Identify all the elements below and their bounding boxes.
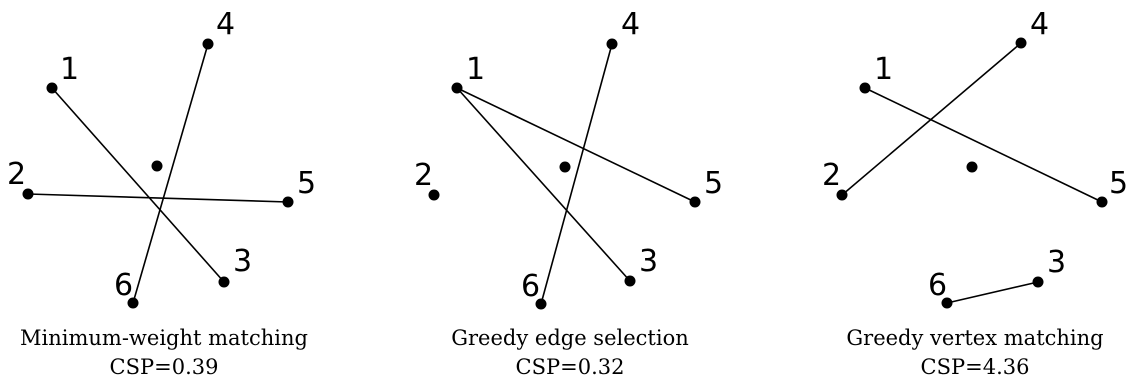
vertex-2 xyxy=(428,189,440,201)
edge-1-5 xyxy=(456,87,696,203)
panel-caption: Greedy edge selection xyxy=(451,326,689,350)
vertex-label-6: 6 xyxy=(521,269,540,304)
vertex-label-2: 2 xyxy=(7,157,26,192)
edge-4-6 xyxy=(540,43,613,305)
panel-csp-value: CSP=0.39 xyxy=(110,355,219,379)
edge-1-3 xyxy=(456,87,631,282)
vertex-6 xyxy=(941,297,953,309)
panel-minimum-weight-matching: 1 2 3 4 5 6 Minimum-weight matching CSP=0.39 xyxy=(7,7,316,379)
center-point xyxy=(151,160,163,172)
edge-4-6 xyxy=(132,43,209,304)
panel-greedy-edge-selection: 1 2 3 4 5 6 Greedy edge selection CSP=0.32 xyxy=(414,7,723,379)
panel-greedy-vertex-matching: 1 2 3 4 5 6 Greedy vertex matching CSP=4.36 xyxy=(822,7,1126,379)
vertex-label-3: 3 xyxy=(639,244,658,279)
vertex-4 xyxy=(1015,37,1027,49)
vertex-1 xyxy=(859,82,871,94)
vertex-3 xyxy=(1032,276,1044,288)
panel-csp-value: CSP=4.36 xyxy=(921,355,1030,379)
vertex-label-3: 3 xyxy=(1047,245,1066,280)
vertex-4 xyxy=(202,38,214,50)
vertex-6 xyxy=(127,297,139,309)
edge-2-4 xyxy=(841,42,1022,196)
vertex-3 xyxy=(624,275,636,287)
vertex-5 xyxy=(282,196,294,208)
vertex-label-1: 1 xyxy=(466,52,485,87)
vertex-2 xyxy=(22,188,34,200)
edge-6-3 xyxy=(946,281,1039,304)
vertex-label-4: 4 xyxy=(621,7,640,42)
vertex-1 xyxy=(46,82,58,94)
edge-1-3 xyxy=(51,87,225,283)
panel-csp-value: CSP=0.32 xyxy=(516,355,625,379)
vertex-3 xyxy=(218,276,230,288)
vertex-1 xyxy=(451,82,463,94)
vertex-label-1: 1 xyxy=(874,52,893,87)
vertex-5 xyxy=(1096,196,1108,208)
vertex-label-1: 1 xyxy=(60,52,79,87)
panel-caption: Greedy vertex matching xyxy=(846,326,1103,350)
vertex-label-5: 5 xyxy=(1109,166,1126,201)
vertex-6 xyxy=(535,298,547,310)
vertex-label-6: 6 xyxy=(114,268,133,303)
vertex-label-3: 3 xyxy=(233,244,252,279)
vertex-5 xyxy=(689,196,701,208)
edge-1-5 xyxy=(864,87,1103,203)
vertex-label-4: 4 xyxy=(216,7,235,42)
vertex-label-5: 5 xyxy=(704,166,723,201)
panel-caption: Minimum-weight matching xyxy=(20,326,308,350)
center-point xyxy=(559,161,571,173)
vertex-label-5: 5 xyxy=(297,166,316,201)
vertex-2 xyxy=(836,189,848,201)
vertex-label-6: 6 xyxy=(928,268,947,303)
center-point xyxy=(966,161,978,173)
edge-2-5 xyxy=(27,193,289,203)
vertex-label-4: 4 xyxy=(1030,7,1049,42)
vertex-label-2: 2 xyxy=(414,158,433,193)
vertex-4 xyxy=(606,38,618,50)
vertex-label-2: 2 xyxy=(822,158,841,193)
